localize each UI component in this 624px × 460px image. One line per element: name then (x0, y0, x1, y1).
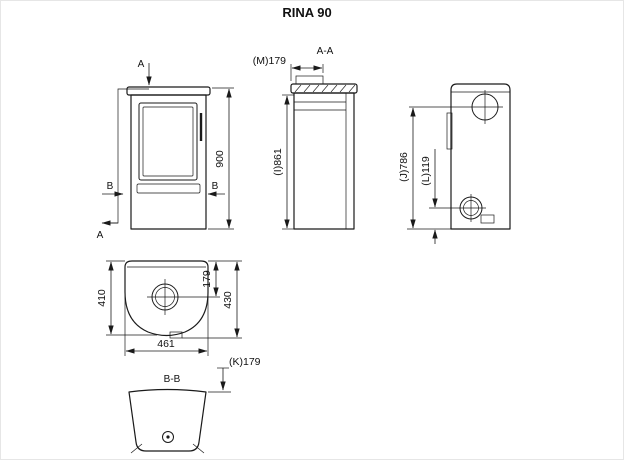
section-bb-view: B-B (K)179 (128, 356, 261, 454)
section-b-marker-left: B (107, 181, 114, 192)
bb-corner-mark-left (130, 443, 143, 454)
rear-junction-box (480, 214, 495, 224)
aa-body (293, 92, 355, 230)
dim-410-text: 410 (96, 289, 108, 307)
section-b-marker-right: B (212, 181, 219, 192)
front-door-glass-inner (142, 106, 194, 177)
front-top-plate (126, 86, 211, 96)
dim-i-text: (I)861 (272, 148, 284, 176)
dim-461-text: 461 (157, 338, 175, 350)
dim-179-text: 179 (201, 270, 213, 288)
bb-hole-center (166, 435, 170, 439)
rear-body (450, 83, 511, 230)
aa-top-plate-hatching (294, 84, 356, 93)
dim-l-text: (L)119 (420, 156, 432, 186)
front-ash-lip (136, 183, 201, 194)
bb-base-outline (128, 388, 207, 452)
aa-flue-collar (295, 75, 324, 85)
section-aa-view: A-A (M)179 (I)861 (253, 46, 358, 230)
section-a-marker-top: A (138, 59, 145, 70)
bb-hole (162, 431, 174, 443)
front-view: A A B B 900 (97, 59, 234, 241)
rear-view: (J)786 (L)119 (398, 83, 511, 244)
section-a-cut-line (104, 88, 149, 224)
dim-k-text: (K)179 (229, 356, 261, 368)
front-body (130, 94, 207, 230)
plan-door-handle (169, 331, 183, 339)
dim-j-text: (J)786 (398, 152, 410, 182)
front-door-glass-outer (138, 102, 198, 181)
plan-outline (124, 260, 209, 337)
dim-430-text: 430 (222, 291, 234, 309)
plan-view: 410 179 430 461 (96, 260, 242, 356)
page-title: RINA 90 (282, 5, 331, 20)
bb-corner-mark-right (192, 443, 205, 454)
dim-m-text: (M)179 (253, 55, 286, 67)
section-a-marker-bottom: A (97, 230, 104, 241)
rear-side-strip (446, 112, 453, 150)
dim-total-height: 900 (214, 150, 226, 168)
section-bb-label: B-B (164, 374, 181, 385)
section-aa-label: A-A (317, 46, 334, 57)
